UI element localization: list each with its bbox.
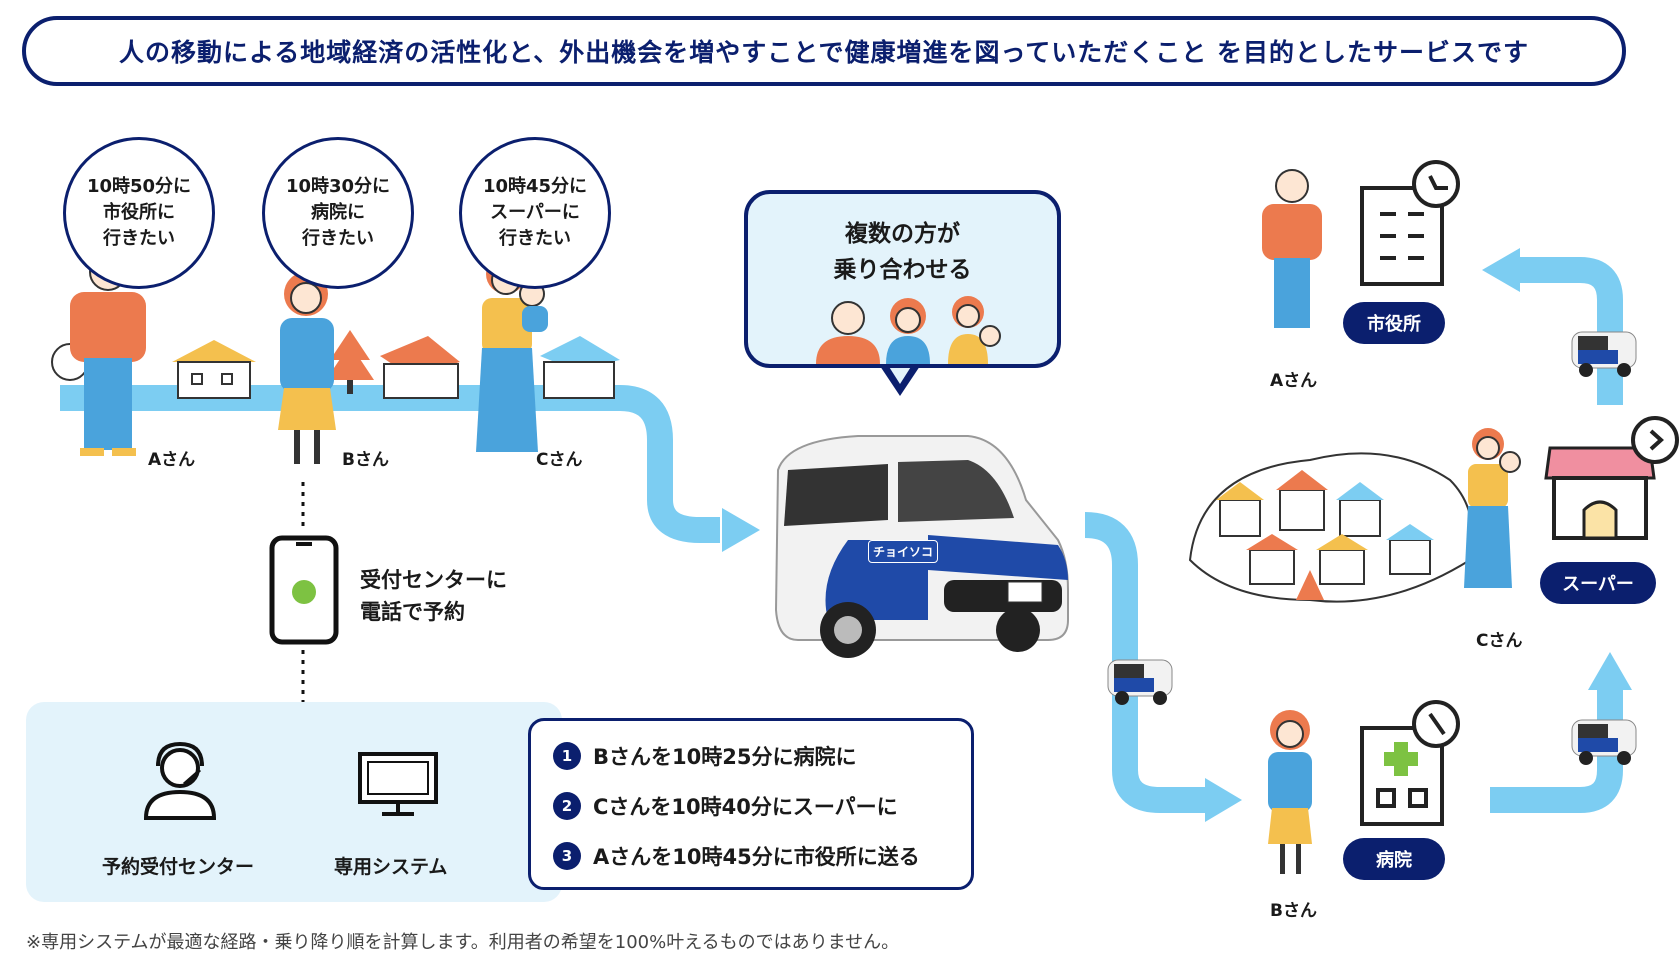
person-c-label: Cさん bbox=[536, 450, 583, 470]
carpool-speech-bubble: 複数の方が 乗り合わせる bbox=[744, 190, 1061, 368]
person-b-figure-destination bbox=[1268, 710, 1312, 874]
small-car-icon bbox=[1107, 659, 1173, 705]
minivan-image bbox=[774, 435, 1069, 658]
phone-line-2: 電話で予約 bbox=[360, 600, 465, 624]
reservation-center-label: 予約受付センター bbox=[102, 856, 255, 878]
footnote: ※専用システムが最適な経路・乗り降り順を計算します。利用者の希望を100%叶える… bbox=[26, 932, 900, 953]
small-car-icon bbox=[1571, 719, 1637, 765]
page-title: 人の移動による地域経済の活性化と、外出機会を増やすことで健康増進を図っていただく… bbox=[119, 38, 1529, 67]
route-arrow-to-supermarket bbox=[1588, 652, 1632, 690]
small-car-icon bbox=[1571, 331, 1637, 377]
step-1: 1 Bさんを10時25分に病院に bbox=[553, 741, 856, 771]
step-text: Cさんを10時40分にスーパーに bbox=[593, 795, 898, 819]
person-b-figure bbox=[278, 272, 336, 464]
route-line-to-cityhall bbox=[1520, 257, 1623, 405]
step-number: 1 bbox=[553, 742, 581, 770]
supermarket-icon bbox=[1544, 446, 1656, 540]
person-c-label-destination: Cさん bbox=[1476, 631, 1523, 651]
route-arrow-to-cityhall bbox=[1482, 248, 1520, 292]
wish-verb: 行きたい bbox=[103, 228, 175, 249]
passengers-illustration bbox=[816, 296, 1001, 364]
route-arrow-to-hospital bbox=[1205, 778, 1242, 822]
speech-line-1: 複数の方が bbox=[845, 221, 960, 247]
city-hall-badge: 市役所 bbox=[1343, 302, 1445, 344]
step-2: 2 Cさんを10時40分にスーパーに bbox=[553, 791, 898, 821]
house-icon bbox=[380, 336, 460, 399]
wish-bubble-a: 10時50分に 市役所に 行きたい bbox=[63, 137, 215, 289]
step-3: 3 Aさんを10時45分に市役所に送る bbox=[553, 841, 920, 871]
speech-text: 複数の方が 乗り合わせる bbox=[748, 216, 1057, 288]
wish-verb: 行きたい bbox=[499, 228, 571, 249]
dedicated-system-label: 専用システム bbox=[334, 856, 448, 878]
clock-icon bbox=[1412, 160, 1460, 208]
person-a-label-destination: Aさん bbox=[1270, 371, 1318, 391]
arrow-circle-icon bbox=[1631, 416, 1679, 464]
step-number: 2 bbox=[553, 792, 581, 820]
person-a-figure-destination bbox=[1262, 169, 1322, 328]
house-icon bbox=[172, 340, 256, 399]
wish-time: 10時50分に bbox=[86, 176, 192, 197]
person-b-label-destination: Bさん bbox=[1270, 901, 1317, 921]
wish-time: 10時30分に bbox=[285, 176, 391, 197]
car-logo: チョイソコ bbox=[868, 540, 939, 563]
smartphone-icon bbox=[269, 535, 339, 645]
step-text: Aさんを10時45分に市役所に送る bbox=[593, 845, 920, 869]
phone-line-1: 受付センターに bbox=[360, 568, 507, 592]
title-banner: 人の移動による地域経済の活性化と、外出機会を増やすことで健康増進を図っていただく… bbox=[22, 16, 1626, 86]
wish-place: 市役所に bbox=[103, 202, 175, 223]
phone-reservation-text: 受付センターに 電話で予約 bbox=[360, 564, 507, 628]
wish-bubble-c: 10時45分に スーパーに 行きたい bbox=[459, 137, 611, 289]
town-illustration bbox=[1188, 452, 1474, 603]
route-line-to-supermarket bbox=[1490, 690, 1623, 813]
operator-headset-icon bbox=[143, 741, 217, 820]
supermarket-badge: スーパー bbox=[1540, 562, 1656, 604]
speech-line-2: 乗り合わせる bbox=[833, 257, 972, 283]
hospital-badge: 病院 bbox=[1343, 838, 1445, 880]
routing-steps-box: 1 Bさんを10時25分に病院に 2 Cさんを10時40分にスーパーに 3 Aさ… bbox=[528, 718, 974, 890]
house-icon bbox=[540, 336, 620, 399]
person-a-label: Aさん bbox=[148, 450, 196, 470]
step-text: Bさんを10時25分に病院に bbox=[593, 745, 857, 769]
person-c-figure-destination bbox=[1464, 428, 1521, 588]
clock-icon bbox=[1412, 700, 1460, 748]
step-number: 3 bbox=[553, 842, 581, 870]
wish-place: スーパーに bbox=[490, 202, 580, 223]
wish-time: 10時45分に bbox=[482, 176, 588, 197]
wish-verb: 行きたい bbox=[302, 228, 374, 249]
wish-bubble-b: 10時30分に 病院に 行きたい bbox=[262, 137, 414, 289]
tree-icon bbox=[326, 330, 374, 394]
route-line-left bbox=[60, 385, 720, 543]
reservation-panel bbox=[26, 702, 562, 902]
wish-place: 病院に bbox=[311, 202, 365, 223]
person-b-label: Bさん bbox=[342, 450, 389, 470]
route-arrow-to-car bbox=[722, 508, 760, 552]
monitor-icon bbox=[358, 752, 438, 816]
